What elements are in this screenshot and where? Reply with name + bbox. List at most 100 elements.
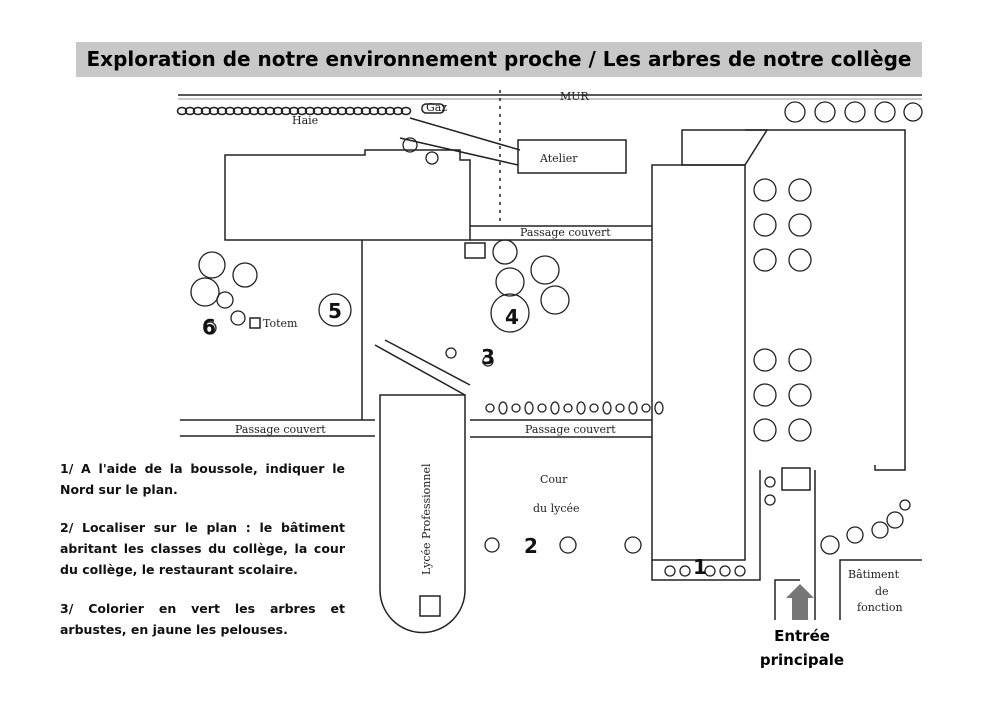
shrub — [511, 403, 521, 413]
tree — [679, 565, 691, 577]
tree — [788, 248, 812, 272]
tree — [788, 383, 812, 407]
tree — [899, 499, 911, 511]
path-line — [409, 117, 521, 151]
tree-number-2: 2 — [524, 534, 538, 558]
tree — [232, 262, 258, 288]
tree — [846, 526, 864, 544]
shrub — [524, 401, 534, 415]
hedge-shrub — [216, 106, 228, 116]
hedge-shrub — [400, 106, 412, 116]
tree-number-1: 1 — [693, 555, 707, 579]
tree — [788, 178, 812, 202]
tree — [482, 355, 494, 367]
path-line — [374, 344, 466, 396]
hedge-shrub — [248, 106, 260, 116]
housing-label: de — [875, 585, 889, 598]
tree — [216, 291, 234, 309]
gas-label: Gaz — [426, 101, 447, 114]
tree — [540, 285, 570, 315]
tree — [886, 511, 904, 529]
tree — [198, 251, 226, 279]
housing-building — [839, 559, 922, 620]
entrance-arrow-icon — [786, 584, 814, 620]
shrub — [485, 403, 495, 413]
hedge — [176, 106, 412, 116]
tree — [484, 537, 500, 553]
hedge-shrub — [304, 106, 316, 116]
courtyard-label: Cour — [540, 473, 568, 486]
hedge-shrub — [360, 106, 372, 116]
college-building — [651, 164, 746, 561]
tree — [753, 418, 777, 442]
entrance-path — [774, 579, 800, 620]
tree — [719, 565, 731, 577]
hedge-shrub — [256, 106, 268, 116]
hedge-shrub — [352, 106, 364, 116]
tree — [814, 101, 836, 123]
tree — [230, 310, 246, 326]
tree — [704, 565, 716, 577]
tree — [402, 137, 418, 153]
tree — [734, 565, 746, 577]
tree — [788, 418, 812, 442]
tree — [190, 277, 220, 307]
shrub — [576, 401, 586, 415]
hedge-shrub — [368, 106, 380, 116]
tree-number-6: 6 — [202, 315, 216, 339]
tree — [874, 101, 896, 123]
workshop-label: Atelier — [539, 152, 578, 165]
hedge-shrub — [208, 106, 220, 116]
stairs — [464, 242, 486, 259]
hedge-shrub — [224, 106, 236, 116]
hedge-shrub — [288, 106, 300, 116]
shrub — [602, 401, 612, 415]
lycee-pro-building — [379, 394, 466, 634]
wall-label: MUR — [560, 90, 590, 103]
path-line — [399, 137, 519, 166]
hedge-shrub — [200, 106, 212, 116]
hedge-label: Haie — [292, 114, 318, 127]
tree-number-3: 3 — [481, 345, 495, 369]
shrub — [615, 403, 625, 413]
right-building — [745, 129, 906, 471]
hedge-shrub — [376, 106, 388, 116]
housing-label: Bâtiment — [848, 568, 900, 581]
entrance-path — [651, 470, 761, 581]
entrance-line-2: principale — [759, 651, 845, 669]
shrub — [563, 403, 573, 413]
shrub — [550, 401, 560, 415]
tree — [784, 101, 806, 123]
hedge-shrub — [296, 106, 308, 116]
window — [419, 595, 441, 617]
main-entrance-label: Entrée principale — [752, 624, 852, 672]
hedge-shrub — [272, 106, 284, 116]
tree — [203, 321, 217, 335]
hedge-shrub — [392, 106, 404, 116]
building-top-left — [224, 149, 471, 241]
tree — [495, 267, 525, 297]
instruction-3: 3/ Colorier en vert les arbres et arbust… — [60, 601, 345, 637]
tree — [753, 383, 777, 407]
gas-box — [421, 103, 445, 114]
hedge-shrub — [232, 106, 244, 116]
tree — [492, 239, 518, 265]
tree — [753, 178, 777, 202]
housing-label: fonction — [857, 601, 903, 614]
tree — [753, 348, 777, 372]
shrub — [589, 403, 599, 413]
entrance-line-1: Entrée — [774, 627, 830, 645]
building-cap — [681, 129, 769, 166]
hedge-shrub — [176, 106, 188, 116]
shrub — [498, 401, 508, 415]
tree — [753, 213, 777, 237]
tree — [753, 248, 777, 272]
hedge-shrub — [184, 106, 196, 116]
instruction-2: 2/ Localiser sur le plan : le bâtiment a… — [60, 520, 345, 577]
tree — [490, 293, 530, 333]
passage-label: Passage couvert — [520, 226, 611, 239]
tree-number-5: 5 — [328, 299, 342, 323]
hedge-shrub — [336, 106, 348, 116]
instruction-1: 1/ A l'aide de la boussole, indiquer le … — [60, 461, 345, 497]
